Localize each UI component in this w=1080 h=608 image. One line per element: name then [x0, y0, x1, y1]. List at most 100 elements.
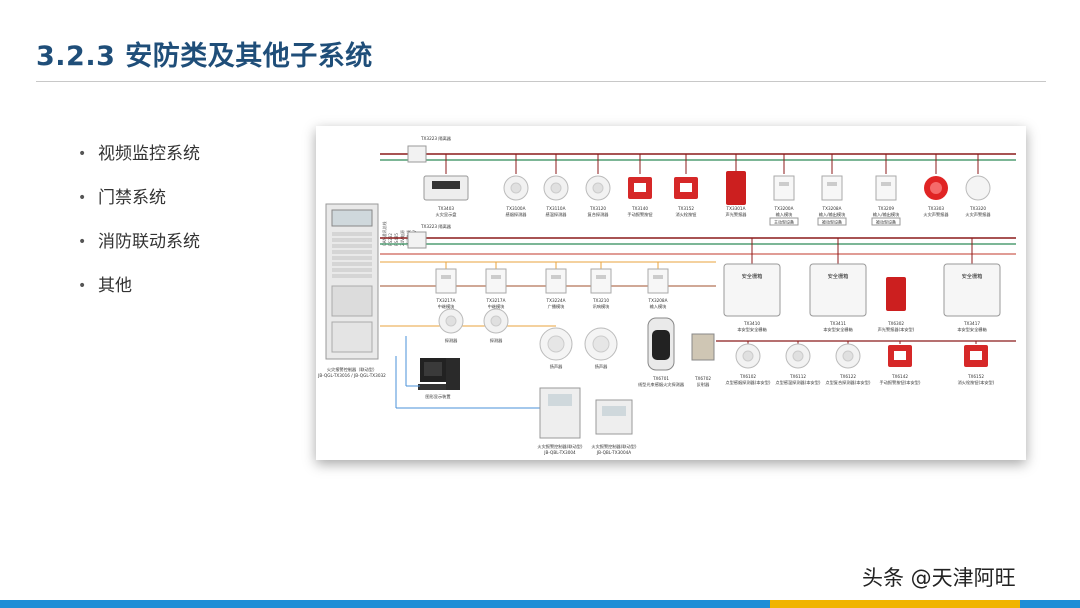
device-name: 中继模块 — [438, 303, 456, 310]
cabinet-title: 安全栅箱 — [742, 272, 763, 280]
module-led-icon — [596, 275, 606, 279]
device-name: 广播模块 — [548, 303, 566, 310]
module-icon — [821, 175, 843, 201]
controller-name: 火灾报警控制器(联动型) — [591, 443, 637, 450]
call-point-window-icon — [680, 183, 692, 192]
device-code: TX3410 — [743, 321, 760, 326]
device-code: TX3152 — [677, 206, 694, 211]
panel-slot — [332, 274, 372, 278]
device-name: 扬声器 — [550, 363, 563, 370]
panel-screen-icon — [331, 209, 373, 227]
device-name: 消火栓按钮 — [676, 211, 697, 218]
device-name: 输入/输出模块 — [873, 211, 900, 218]
panel-slot — [332, 244, 372, 248]
white-sounder-icon — [965, 175, 991, 201]
device-name: 手动报警按钮(本安型) — [880, 379, 921, 386]
device-code: TX6102 — [739, 374, 756, 379]
module-icon — [773, 175, 795, 201]
controlled-device-box — [871, 217, 901, 226]
computer-tower-icon — [446, 358, 460, 390]
module-icon — [435, 268, 457, 294]
device-name: 点型感温探测器(本安型) — [775, 379, 821, 386]
panel-slot — [332, 262, 372, 266]
device-code: TX3100A — [506, 206, 526, 211]
device-code: TX3217A — [436, 298, 456, 303]
device-name: 火灾声警报器 — [923, 211, 949, 218]
device-name: 输入模块 — [776, 211, 794, 218]
device-name: 中继模块 — [488, 303, 506, 310]
device-name: 线型光束感烟火灾探测器 — [638, 381, 685, 388]
bullet-dot-icon: • — [78, 190, 87, 206]
device-name: 探测器 — [490, 337, 503, 344]
vertical-bus-label: CAN通讯总线 — [381, 221, 387, 246]
module-led-icon — [551, 275, 561, 279]
device-name: 本安型安全栅箱 — [737, 326, 766, 333]
bullet-item: •消防联动系统 — [78, 228, 200, 272]
fire-alarm-system-diagram: 火灾报警控制器（联动型）JB-QGL-TX3016 / JB-QGL-TX303… — [316, 126, 1026, 460]
controlled-device-label: 被动型设备 — [876, 219, 896, 225]
bottom-bar-blue-end — [1020, 600, 1080, 608]
bullet-list: •视频监控系统 •门禁系统 •消防联动系统 •其他 — [78, 140, 200, 316]
safety-barrier-cabinet-icon — [809, 263, 867, 317]
device-code: TX3411 — [829, 321, 846, 326]
device-code: TX3110A — [546, 206, 566, 211]
device-name: 点型感烟探测器(本安型) — [725, 379, 771, 386]
isolator-module-icon — [407, 231, 427, 249]
bullet-text: 消防联动系统 — [98, 232, 200, 252]
device-code: TX3403 — [437, 206, 454, 211]
vertical-bus-label: RS232 — [388, 233, 393, 246]
watermark: 头条 @天津阿旺 — [862, 566, 1016, 590]
panel-slot — [332, 238, 372, 242]
panel-slot — [332, 268, 372, 272]
detector-core-icon — [490, 315, 502, 327]
controller-screen-icon — [548, 394, 572, 406]
isolator-label: TX3223 隔离器 — [420, 223, 452, 230]
device-code: TX3303 — [927, 206, 944, 211]
module-led-icon — [491, 275, 501, 279]
device-name: 火灾显示盘 — [436, 211, 457, 218]
device-code: TX3208A — [822, 206, 842, 211]
controlled-device-box — [769, 217, 799, 226]
isolator-label: TX3223 隔离器 — [420, 135, 452, 142]
strobe-siren-icon — [886, 277, 906, 311]
device-code: TX3120 — [589, 206, 606, 211]
device-name: 复合探测器 — [588, 211, 610, 218]
bullet-item: •视频监控系统 — [78, 140, 200, 184]
bottom-bar-blue — [0, 600, 770, 608]
panel-slot — [332, 250, 372, 254]
bullet-item: •门禁系统 — [78, 184, 200, 228]
controlled-device-box — [817, 217, 847, 226]
bullet-item: •其他 — [78, 272, 200, 316]
page-title: 3.2.3 安防类及其他子系统 — [36, 41, 373, 72]
display-screen-icon — [432, 181, 460, 189]
panel-caption: 火灾报警控制器（联动型） — [327, 366, 377, 373]
device-name: 输入模块 — [650, 303, 668, 310]
detector-core-icon — [445, 315, 457, 327]
device-name: 本安型安全栅箱 — [957, 326, 986, 333]
detector-core-icon — [550, 182, 562, 194]
bullet-text: 其他 — [98, 276, 132, 296]
detector-core-icon — [792, 350, 804, 362]
controller-screen-icon — [602, 406, 626, 416]
diagram-svg: 火灾报警控制器（联动型）JB-QGL-TX3016 / JB-QGL-TX303… — [317, 135, 1016, 455]
bullet-dot-icon: • — [78, 146, 87, 162]
panel-slot — [332, 256, 372, 260]
network-controller-icon — [595, 399, 633, 435]
panel-caption-model: JB-QGL-TX3016 / JB-QGL-TX3032 — [317, 373, 386, 378]
module-led-icon — [441, 275, 451, 279]
computer-caption: 图形显示装置 — [425, 393, 450, 400]
device-code: TX3140 — [631, 206, 648, 211]
safety-barrier-cabinet-icon — [723, 263, 781, 317]
device-name: 声光警报器 — [726, 211, 748, 218]
bottom-accent-bar — [0, 600, 1080, 608]
reflector-icon — [691, 333, 715, 361]
device-code: TX6122 — [839, 374, 856, 379]
title-divider — [36, 81, 1046, 82]
device-name: 消火栓按钮(本安型) — [958, 379, 995, 386]
device-code: TX3210 — [592, 298, 609, 303]
controlled-device-label: 被动型设备 — [822, 219, 842, 225]
device-name: 探测器 — [445, 337, 458, 344]
device-code: TX3217A — [486, 298, 506, 303]
cabinet-title: 安全栅箱 — [828, 272, 849, 280]
module-led-icon — [653, 275, 663, 279]
